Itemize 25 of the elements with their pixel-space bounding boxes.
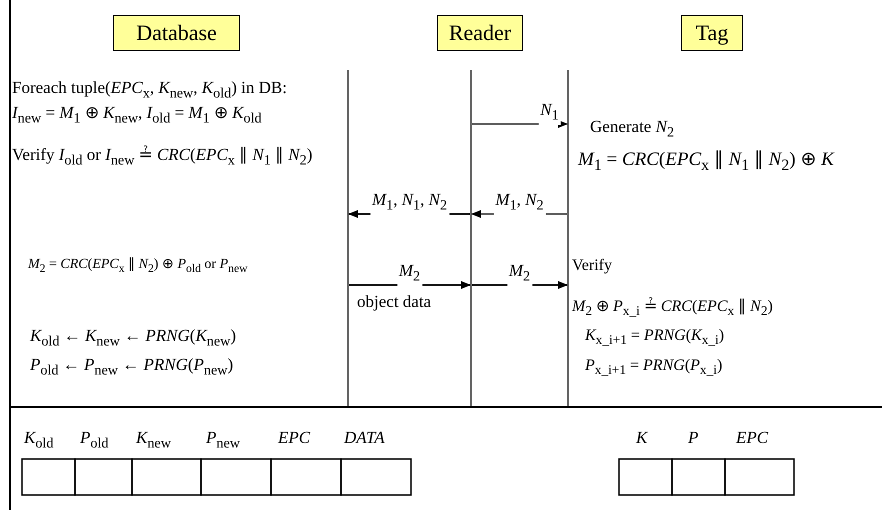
note-text: Verify	[572, 256, 612, 276]
formula-text: K$_{x_i+1}$ = PRNG(K$_{x_i}$)	[585, 326, 724, 350]
formula-text: Foreach tuple(EPC$_{x}$, K$_{new}$, K$_{old}$) in DB:	[12, 78, 287, 104]
column-header: K$_{new}$	[136, 428, 171, 454]
participant-name: Reader	[448, 20, 512, 45]
formula-text: K$_{old}$ ← K$_{new}$ ← PRNG(K$_{new}$)	[30, 326, 236, 352]
column-header: DATA	[344, 428, 385, 448]
formula-text: M$_{1}$ = CRC(EPC$_{x}$ ∥ N$_{1}$ ∥ N$_{2}$) ⊕ K	[578, 150, 834, 176]
participant-name: Database	[136, 20, 217, 45]
column-header: P$_{new}$	[206, 428, 240, 454]
note-text: object data	[357, 292, 432, 312]
formula-text: M$_{2}$ ⊕ P$_{x_i}$ ≟ CRC(EPC$_{x}$ ∥ N$_{2}$)	[572, 297, 773, 320]
formula-text: M$_{2}$ = CRC(EPC$_{x}$ ∥ N$_{2}$) ⊕ P$_{old}$ or P$_{new}$	[28, 256, 248, 277]
formula-text: Verify I$_{old}$ or I$_{new}$ ≟ CRC(EPC$_{x}$ ∥ N$_{1}$ ∥ N$_{2}$)	[12, 145, 312, 170]
column-header: EPC	[736, 428, 768, 448]
formula-text: P$_{x_i+1}$ = PRNG(P$_{x_i}$)	[585, 356, 722, 380]
column-header: P$_{old}$	[80, 428, 108, 454]
formula-text: I$_{new}$ = M$_{1}$ ⊕ K$_{new}$, I$_{old}$ = M$_{1}$ ⊕ K$_{old}$	[12, 103, 262, 128]
column-header: EPC	[278, 428, 310, 448]
column-header: K	[636, 428, 648, 448]
note-text: Generate N$_{2}$	[590, 117, 674, 142]
column-header: P	[688, 428, 698, 448]
column-header: K$_{old}$	[24, 428, 54, 454]
participant-name: Tag	[696, 20, 728, 45]
formula-text: P$_{old}$ ← P$_{new}$ ← PRNG(P$_{new}$)	[30, 355, 234, 380]
